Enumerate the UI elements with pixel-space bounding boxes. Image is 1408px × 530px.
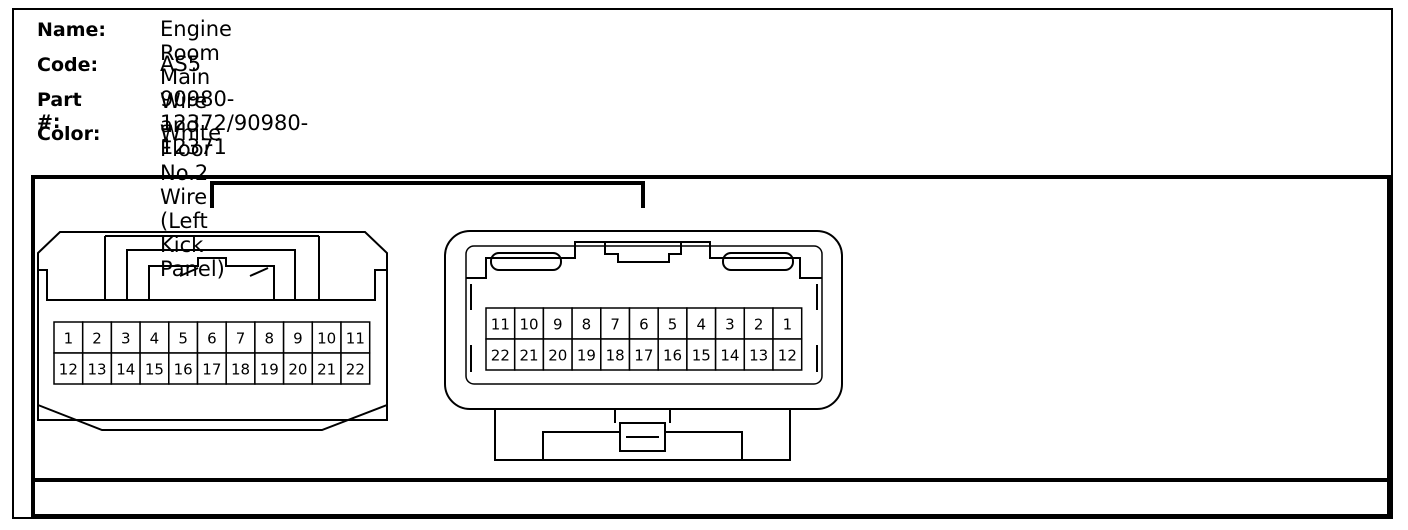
left-connector-pin-label: 17 [202, 361, 221, 379]
left-connector-pin-label: 13 [88, 361, 107, 379]
left-connector-pin-cell [340, 352, 371, 385]
outer-border [12, 8, 1393, 519]
left-connector-pin-label: 7 [236, 330, 246, 348]
right-connector-pin-cell [772, 307, 803, 340]
left-connector-pin-label: 14 [116, 361, 135, 379]
left-connector-pin-label: 19 [260, 361, 279, 379]
color-label: Color: [37, 123, 101, 145]
left-connector-pin-cell [139, 321, 170, 354]
left-connector-pin-label: 12 [59, 361, 78, 379]
right-connector-pin-cell [628, 338, 659, 371]
code-label: Code: [37, 54, 99, 76]
right-connector-pin-label: 4 [696, 316, 706, 334]
right-connector-pin-label: 20 [548, 347, 567, 365]
right-connector-pin-cell [542, 338, 573, 371]
left-connector-pin-cell [196, 321, 227, 354]
part-number-label: Part #: [37, 89, 82, 133]
left-connector-pin-label: 15 [145, 361, 164, 379]
right-connector-pin-label: 3 [725, 316, 735, 334]
right-connector-pin-label: 15 [692, 347, 711, 365]
right-connector-housing [444, 230, 843, 461]
left-connector-pin-cell [311, 352, 342, 385]
left-connector-pin-label: 18 [231, 361, 250, 379]
right-connector-pin-label: 18 [606, 347, 625, 365]
right-connector-pin-label: 5 [668, 316, 678, 334]
name-label: Name: [37, 19, 107, 41]
right-connector-pin-label: 12 [778, 347, 797, 365]
left-connector-pin-cell [139, 352, 170, 385]
left-connector-pin-label: 3 [121, 330, 131, 348]
right-connector-pin-label: 6 [639, 316, 649, 334]
left-connector-pin-label: 8 [264, 330, 274, 348]
right-connector-pin-cell [628, 307, 659, 340]
left-connector-pin-label: 2 [92, 330, 102, 348]
left-connector-pin-label: 20 [288, 361, 307, 379]
right-connector-pin-cell [513, 338, 545, 371]
left-connector-pin-label: 5 [178, 330, 188, 348]
right-connector-pin-cell [772, 338, 803, 371]
left-connector-pin-label: 16 [174, 361, 193, 379]
left-connector-pin-label: 4 [150, 330, 160, 348]
left-connector-pin-cell [340, 321, 371, 354]
right-connector-pin-label: 13 [749, 347, 768, 365]
right-connector-pin-label: 14 [720, 347, 739, 365]
left-connector-pin-cell [110, 321, 141, 354]
left-connector-pin-cell [81, 352, 113, 385]
left-connector-pin-cell [282, 321, 314, 354]
left-connector-pin-label: 10 [317, 330, 336, 348]
code-value: AS5 [160, 52, 202, 76]
right-connector-pin-cell [686, 307, 717, 340]
drawing-frame [31, 175, 1391, 518]
left-connector-pin-label: 11 [346, 330, 365, 348]
part-number-value: 90980-12372/90980-12371 [160, 87, 309, 159]
left-connector-pin-cell [254, 352, 285, 385]
right-connector-pin-label: 16 [663, 347, 682, 365]
left-connector-pin-label: 22 [346, 361, 365, 379]
color-value: White [160, 121, 222, 145]
right-connector-pin-label: 21 [520, 347, 539, 365]
right-connector-pin-label: 9 [553, 316, 563, 334]
left-connector-pin-label: 21 [317, 361, 336, 379]
right-connector-pin-label: 10 [520, 316, 539, 334]
left-connector-housing [37, 231, 388, 431]
right-connector-pin-cell [485, 338, 516, 371]
right-connector-pin-cell [686, 338, 717, 371]
right-connector-pin-label: 7 [610, 316, 620, 334]
right-connector-pin-cell [571, 307, 602, 340]
right-connector-pin-label: 1 [783, 316, 793, 334]
left-connector-pin-cell [196, 352, 227, 385]
right-connector-pin-label: 22 [491, 347, 510, 365]
right-connector-pin-label: 11 [491, 316, 510, 334]
left-connector-pin-label: 9 [293, 330, 303, 348]
left-connector-pin-label: 6 [207, 330, 217, 348]
right-connector-pin-label: 8 [582, 316, 592, 334]
left-connector-pin-cell [53, 352, 84, 385]
left-connector-pin-cell [168, 321, 199, 354]
right-connector-pin-cell [714, 307, 746, 340]
pairing-bracket [210, 181, 645, 208]
right-connector-pin-label: 17 [634, 347, 653, 365]
right-connector-pin-label: 19 [577, 347, 596, 365]
right-connector-pin-label: 2 [754, 316, 764, 334]
left-connector-pin-label: 1 [64, 330, 74, 348]
